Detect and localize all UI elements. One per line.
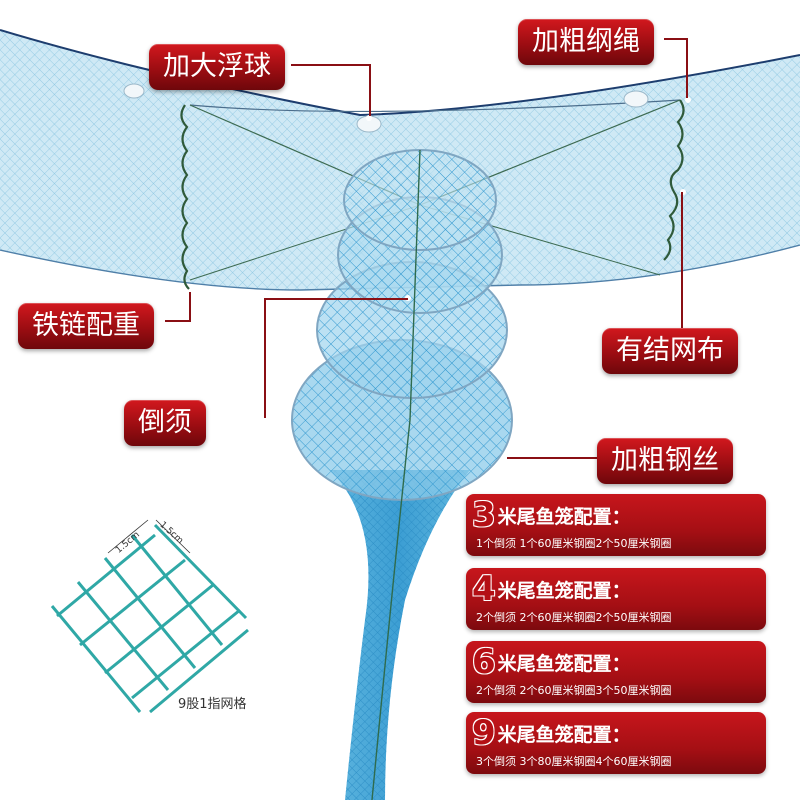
callout-line-wire: [507, 457, 597, 459]
label-rope: 加粗纲绳: [518, 19, 654, 65]
config-detail: 2个倒须 2个60厘米钢圈2个50厘米钢圈: [476, 611, 672, 624]
config-number: 9: [471, 713, 496, 753]
config-number: 6: [471, 642, 496, 682]
config-title: 米尾鱼笼配置：: [497, 724, 631, 746]
config-title: 米尾鱼笼配置：: [497, 653, 631, 675]
label-chain: 铁链配重: [18, 303, 154, 349]
callout-line-float-v: [369, 64, 371, 116]
config-card-3m: 3 米尾鱼笼配置： 1个倒须 1个60厘米钢圈2个50厘米钢圈: [466, 494, 766, 556]
config-number: 4: [471, 569, 496, 609]
callout-line-rope: [664, 38, 688, 40]
config-card-9m: 9 米尾鱼笼配置： 3个倒须 3个80厘米钢圈4个60厘米钢圈: [466, 712, 766, 774]
callout-line-chain: [165, 320, 189, 322]
config-detail: 3个倒须 3个80厘米钢圈4个60厘米钢圈: [476, 755, 672, 768]
config-detail: 2个倒须 2个60厘米钢圈3个50厘米钢圈: [476, 684, 672, 697]
chain-right: [663, 99, 685, 261]
callout-line-funnel-v: [264, 298, 266, 418]
mesh-caption: 9股1指网格: [178, 697, 247, 712]
config-number: 3: [471, 495, 496, 535]
callout-line-funnel: [264, 298, 408, 300]
label-knot-net: 有结网布: [602, 328, 738, 374]
callout-line-float: [291, 64, 371, 66]
mesh-diagram: [50, 523, 249, 714]
config-detail: 1个倒须 1个60厘米钢圈2个50厘米钢圈: [476, 537, 672, 550]
chain-left: [180, 104, 190, 290]
config-title: 米尾鱼笼配置：: [497, 506, 631, 528]
config-card-4m: 4 米尾鱼笼配置： 2个倒须 2个60厘米钢圈2个50厘米钢圈: [466, 568, 766, 630]
label-steel-wire: 加粗钢丝: [597, 438, 733, 484]
callout-line-chain-v: [189, 292, 191, 322]
label-float: 加大浮球: [149, 44, 285, 90]
config-title: 米尾鱼笼配置：: [497, 580, 631, 602]
callout-line-rope-v: [686, 38, 688, 98]
callout-line-knot: [681, 192, 683, 328]
config-card-6m: 6 米尾鱼笼配置： 2个倒须 2个60厘米钢圈3个50厘米钢圈: [466, 641, 766, 703]
label-funnel: 倒须: [124, 400, 206, 446]
